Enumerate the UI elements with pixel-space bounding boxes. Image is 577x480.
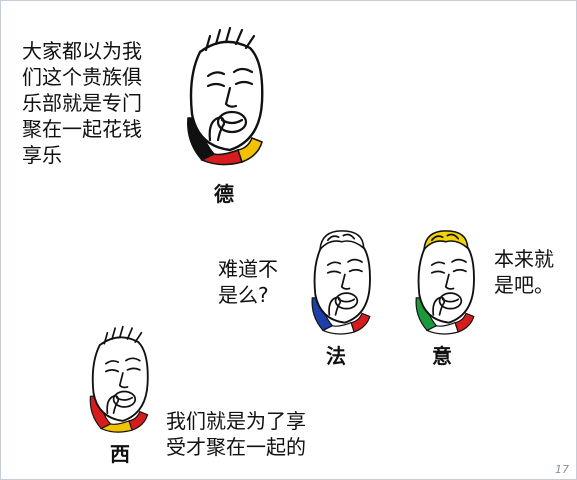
speech-line: 大家都以为我	[22, 39, 142, 63]
right-eyebrow	[232, 67, 254, 74]
hair-curl	[319, 230, 365, 252]
head-outline	[91, 336, 149, 422]
speech-germany: 大家都以为我 们这个贵族俱 乐部就是专门 聚在一起花钱 享乐	[22, 38, 142, 168]
hair-strand	[430, 233, 460, 242]
label-spain: 西	[110, 442, 130, 466]
speech-line: 本来就	[494, 247, 554, 271]
right-eye	[452, 268, 467, 273]
hair-curl	[423, 230, 469, 252]
scarf-stripe	[350, 312, 371, 333]
nose	[444, 273, 455, 290]
germany-face-icon	[187, 26, 264, 166]
hand	[208, 116, 226, 142]
italy-face-icon	[415, 230, 475, 335]
left-eyebrow	[206, 71, 226, 78]
right-eye	[348, 268, 363, 273]
speech-line: 享乐	[22, 143, 62, 167]
speech-line: 们这个贵族俱	[22, 65, 142, 89]
right-eyebrow	[451, 258, 467, 263]
right-eye	[126, 367, 141, 371]
right-eye	[234, 80, 254, 86]
label-germany: 德	[214, 182, 234, 206]
speech-line: 是吧。	[494, 273, 554, 297]
hand	[106, 395, 120, 414]
left-eye	[206, 82, 226, 88]
right-eyebrow	[347, 258, 363, 263]
nose	[340, 273, 351, 290]
speech-line: 是么?	[218, 283, 269, 307]
speech-france: 难道不 是么?	[218, 256, 278, 308]
france-face-icon	[311, 230, 371, 335]
hair-strand	[103, 325, 143, 345]
speech-line: 我们就是为了享	[166, 409, 306, 433]
left-eye	[105, 369, 120, 373]
left-eyebrow	[430, 261, 446, 266]
scarf-stripe	[128, 410, 149, 431]
speech-line: 聚在一起花钱	[22, 117, 142, 141]
nose	[118, 372, 129, 389]
scarf-stripe	[237, 137, 263, 163]
left-eyebrow	[105, 360, 120, 365]
hand	[432, 296, 446, 316]
speech-italy: 本来就 是吧。	[494, 246, 554, 298]
spain-face-icon	[89, 325, 149, 433]
hair-strand	[326, 233, 356, 242]
label-italy: 意	[432, 344, 452, 368]
left-eye	[326, 270, 342, 274]
hair-strand	[204, 26, 256, 52]
page-number: 17	[555, 463, 569, 476]
left-eyebrow	[326, 261, 342, 266]
speech-line: 受才聚在一起的	[166, 435, 306, 459]
head-outline	[189, 40, 264, 152]
head-outline	[417, 237, 475, 324]
nose	[224, 86, 238, 108]
head-outline	[313, 237, 371, 324]
speech-spain: 我们就是为了享 受才聚在一起的	[166, 408, 306, 460]
speech-line: 乐部就是专门	[22, 91, 142, 115]
hand	[328, 296, 342, 316]
scarf-stripe	[454, 312, 475, 333]
label-france: 法	[326, 344, 346, 368]
speech-line: 难道不	[218, 257, 278, 281]
right-eyebrow	[125, 357, 141, 362]
left-eye	[430, 270, 446, 274]
